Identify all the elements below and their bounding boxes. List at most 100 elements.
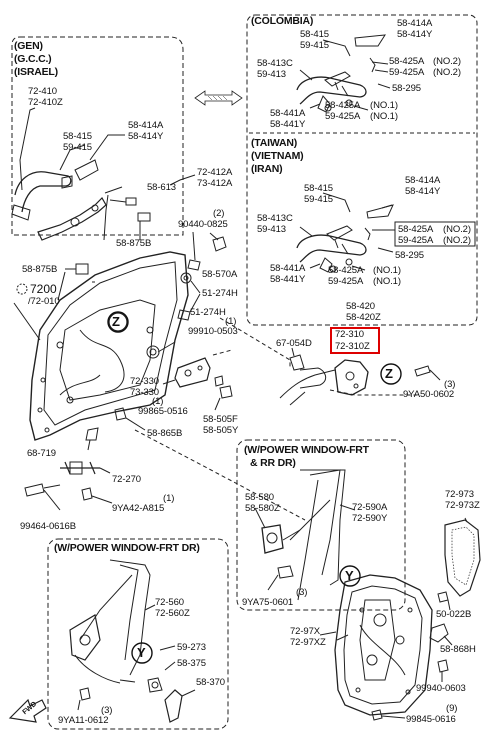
part-58-414y-tw[interactable]: 58-414Y <box>405 186 441 197</box>
part-59-415-col[interactable]: 59-415 <box>300 40 329 51</box>
part-72-560[interactable]: 72-560 <box>155 597 184 608</box>
part-72-410z[interactable]: 72-410Z <box>28 97 63 108</box>
part-58-425a-no1-col[interactable]: 58-425A <box>325 100 361 111</box>
part-72-560z[interactable]: 72-560Z <box>155 608 190 619</box>
part-58-441a-col[interactable]: 58-441A <box>270 108 306 119</box>
part-59-413-tw[interactable]: 59-413 <box>257 224 286 235</box>
part-58-295-col[interactable]: 58-295 <box>392 83 421 94</box>
part-58-441y-tw[interactable]: 58-441Y <box>270 274 306 285</box>
part-58-875b-a[interactable]: 58-875B <box>116 238 152 249</box>
part-58-580[interactable]: 58-580 <box>245 492 274 503</box>
part-58-425a-no2-tw[interactable]: 58-425A <box>398 224 434 235</box>
power-window-frt-box <box>47 538 229 730</box>
note-no2-tw-b: (NO.2) <box>443 235 471 246</box>
part-72-410[interactable]: 72-410 <box>28 86 57 97</box>
part-58-413c-tw[interactable]: 58-413C <box>257 213 293 224</box>
part-58-415-tw[interactable]: 58-415 <box>304 183 333 194</box>
part-99940-0603[interactable]: 99940-0603 <box>416 683 466 694</box>
part-51-274h-a[interactable]: 51-274H <box>202 288 238 299</box>
part-58-613[interactable]: 58-613 <box>147 182 176 193</box>
part-90440-0825[interactable]: 90440-0825 <box>178 219 228 230</box>
part-68-719[interactable]: 68-719 <box>27 448 56 459</box>
part-58-580z[interactable]: 58-580Z <box>245 503 280 514</box>
part-58-420z[interactable]: 58-420Z <box>346 312 381 323</box>
part-58-865b[interactable]: 58-865B <box>147 428 183 439</box>
part-58-875b-b[interactable]: 58-875B <box>22 264 58 275</box>
part-67-054d[interactable]: 67-054D <box>276 338 312 349</box>
region-power-window-frt-rr-2: & RR DR) <box>250 457 296 469</box>
part-58-505y[interactable]: 58-505Y <box>203 425 239 436</box>
part-50-022b[interactable]: 50-022B <box>436 609 472 620</box>
part-7200[interactable]: 7200 <box>30 282 57 296</box>
part-72-310[interactable]: 72-310 <box>335 329 364 340</box>
ref-letter-y-frt: Y <box>137 645 146 660</box>
part-58-370[interactable]: 58-370 <box>196 677 225 688</box>
part-99910-0503[interactable]: 99910-0503 <box>188 326 238 337</box>
fwd-arrow <box>8 698 47 723</box>
part-58-295-tw[interactable]: 58-295 <box>395 250 424 261</box>
part-72-590a[interactable]: 72-590A <box>352 502 388 513</box>
qty-1-b: (1) <box>152 396 164 407</box>
part-59-413-col[interactable]: 59-413 <box>257 69 286 80</box>
part-9ya50-0602[interactable]: 9YA50-0602 <box>403 389 455 400</box>
part-72-97xz[interactable]: 72-97XZ <box>290 637 326 648</box>
part-58-505f[interactable]: 58-505F <box>203 414 238 425</box>
part-58-414a-tw[interactable]: 58-414A <box>405 175 441 186</box>
region-iran: (IRAN) <box>251 163 283 175</box>
part-59-425a-no1-tw[interactable]: 59-425A <box>328 276 364 287</box>
part-73-330[interactable]: 73-330 <box>130 387 159 398</box>
part-99464-0616b[interactable]: 99464-0616B <box>20 521 76 532</box>
part-72-270[interactable]: 72-270 <box>112 474 141 485</box>
power-window-frt-rr-box <box>236 439 406 611</box>
part-58-420[interactable]: 58-420 <box>346 301 375 312</box>
part-72-973z[interactable]: 72-973Z <box>445 500 480 511</box>
qty-3-b: (3) <box>296 587 308 598</box>
part-72-010[interactable]: /72-010 <box>28 296 60 307</box>
part-72-412a[interactable]: 72-412A <box>197 167 233 178</box>
part-72-310z[interactable]: 72-310Z <box>335 341 370 352</box>
part-59-273[interactable]: 59-273 <box>177 642 206 653</box>
part-58-415-gen[interactable]: 58-415 <box>63 131 92 142</box>
part-58-441y-col[interactable]: 58-441Y <box>270 119 306 130</box>
part-72-97x[interactable]: 72-97X <box>290 626 321 637</box>
part-9ya42-a815[interactable]: 9YA42-A815 <box>112 503 165 514</box>
region-gen: (GEN) <box>14 40 43 52</box>
note-no1-col-a: (NO.1) <box>370 100 398 111</box>
part-72-330[interactable]: 72-330 <box>130 376 159 387</box>
part-58-441a-tw[interactable]: 58-441A <box>270 263 306 274</box>
part-59-425a-no2-tw[interactable]: 59-425A <box>398 235 434 246</box>
region-israel: (ISRAEL) <box>14 66 58 78</box>
part-59-425a-no2-col[interactable]: 59-425A <box>389 67 425 78</box>
part-51-274h-b[interactable]: 51-274H <box>190 307 226 318</box>
ref-letter-z-latch: Z <box>385 366 393 381</box>
part-72-590y[interactable]: 72-590Y <box>352 513 388 524</box>
part-58-414a-col[interactable]: 58-414A <box>397 18 433 29</box>
part-73-412a[interactable]: 73-412A <box>197 178 233 189</box>
part-58-425a-no1-tw[interactable]: 58-425A <box>328 265 364 276</box>
part-59-415-tw[interactable]: 59-415 <box>304 194 333 205</box>
carrier-plate <box>334 574 433 716</box>
note-no2-col-a: (NO.2) <box>433 56 461 67</box>
part-99845-0616[interactable]: 99845-0616 <box>406 714 456 725</box>
part-58-413c-col[interactable]: 58-413C <box>257 58 293 69</box>
part-58-415-col[interactable]: 58-415 <box>300 29 329 40</box>
qty-3-c: (3) <box>101 705 113 716</box>
part-58-414y-col[interactable]: 58-414Y <box>397 29 433 40</box>
region-vietnam: (VIETNAM) <box>251 150 304 162</box>
part-58-570a[interactable]: 58-570A <box>202 269 238 280</box>
part-58-414a-gen[interactable]: 58-414A <box>128 120 164 131</box>
qty-1-c: (1) <box>163 493 175 504</box>
part-99865-0516[interactable]: 99865-0516 <box>138 406 188 417</box>
part-58-375[interactable]: 58-375 <box>177 658 206 669</box>
ref-letter-y-regulator: Y <box>345 568 354 583</box>
part-58-414y-gen[interactable]: 58-414Y <box>128 131 164 142</box>
part-59-425a-no1-col[interactable]: 59-425A <box>325 111 361 122</box>
part-72-973[interactable]: 72-973 <box>445 489 474 500</box>
part-9ya75-0601[interactable]: 9YA75-0601 <box>242 597 294 608</box>
part-9ya11-0612[interactable]: 9YA11-0612 <box>58 715 109 726</box>
region-colombia: (COLOMBIA) <box>251 15 314 27</box>
part-58-868h[interactable]: 58-868H <box>440 644 476 655</box>
part-58-425a-no2-col[interactable]: 58-425A <box>389 56 425 67</box>
part-59-415-gen[interactable]: 59-415 <box>63 142 92 153</box>
